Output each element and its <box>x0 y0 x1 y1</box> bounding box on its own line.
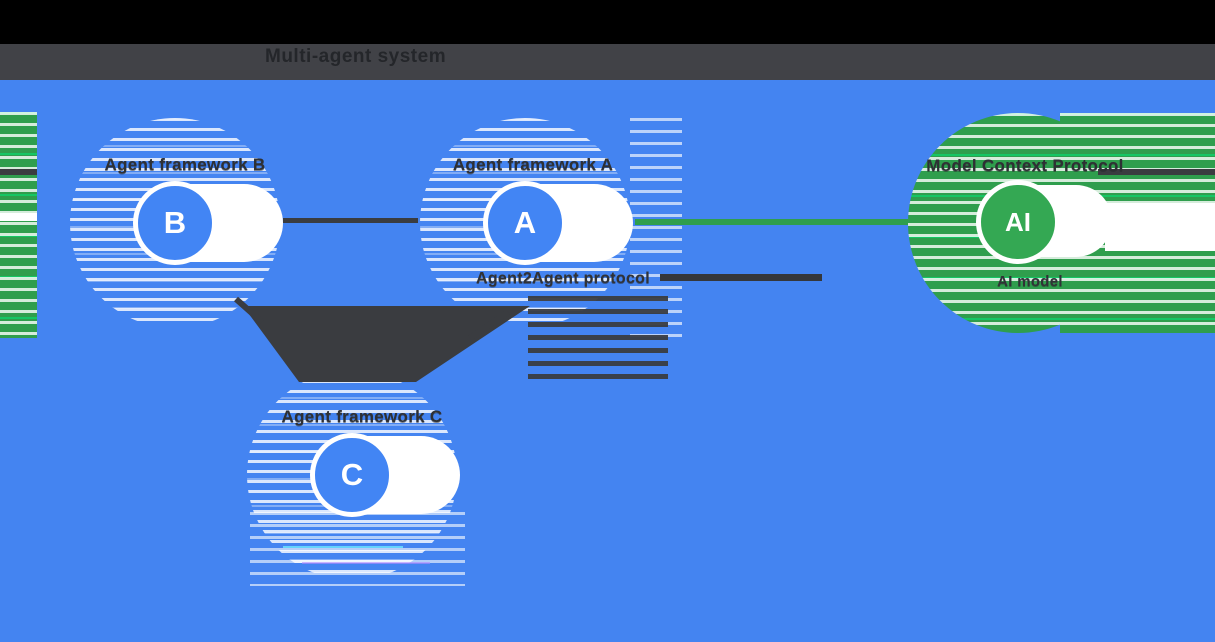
caption-dark-smear <box>660 274 822 281</box>
agent-a-letter: A <box>513 205 537 240</box>
connector-triangle-smear <box>243 306 530 382</box>
agent-a-circle: A <box>483 181 567 265</box>
agent-a-caption: Agent2Agent protocol <box>476 270 650 287</box>
header-gray-band <box>0 44 1215 80</box>
ai-label: Model Context Protocol <box>926 156 1124 175</box>
agent-b-label: Agent framework B <box>104 155 266 174</box>
dark-stripe-smear <box>528 296 668 386</box>
agent-c-letter: C <box>340 457 364 492</box>
agent-b-letter: B <box>163 205 187 240</box>
connector-a-c <box>468 309 510 341</box>
agent-c-label: Agent framework C <box>281 407 443 426</box>
agent-b-circle: B <box>133 181 217 265</box>
agent-c-circle: C <box>310 433 394 517</box>
agent-a-label: Agent framework A <box>452 155 614 174</box>
agent-c-bottom-white-smear <box>250 512 465 586</box>
ai-letter: AI <box>1005 206 1031 237</box>
left-dark-glitch-line <box>0 169 37 175</box>
connector-b-a <box>283 218 418 223</box>
left-white-glitch-line <box>0 213 37 221</box>
right-white-pill-smear <box>1105 203 1215 251</box>
violet-glitch-line <box>302 562 430 564</box>
header-black-band <box>0 0 1215 44</box>
right-dark-glitch-line <box>1098 169 1215 175</box>
cyan-glitch-line <box>283 546 403 548</box>
ai-circle: AI <box>976 180 1060 264</box>
ai-caption: AI model <box>997 273 1063 290</box>
connector-a-ai <box>635 219 908 225</box>
left-edge-green-smear <box>0 112 37 338</box>
connector-b-c <box>234 296 264 325</box>
diagram-title: Multi-agent system <box>265 46 447 67</box>
